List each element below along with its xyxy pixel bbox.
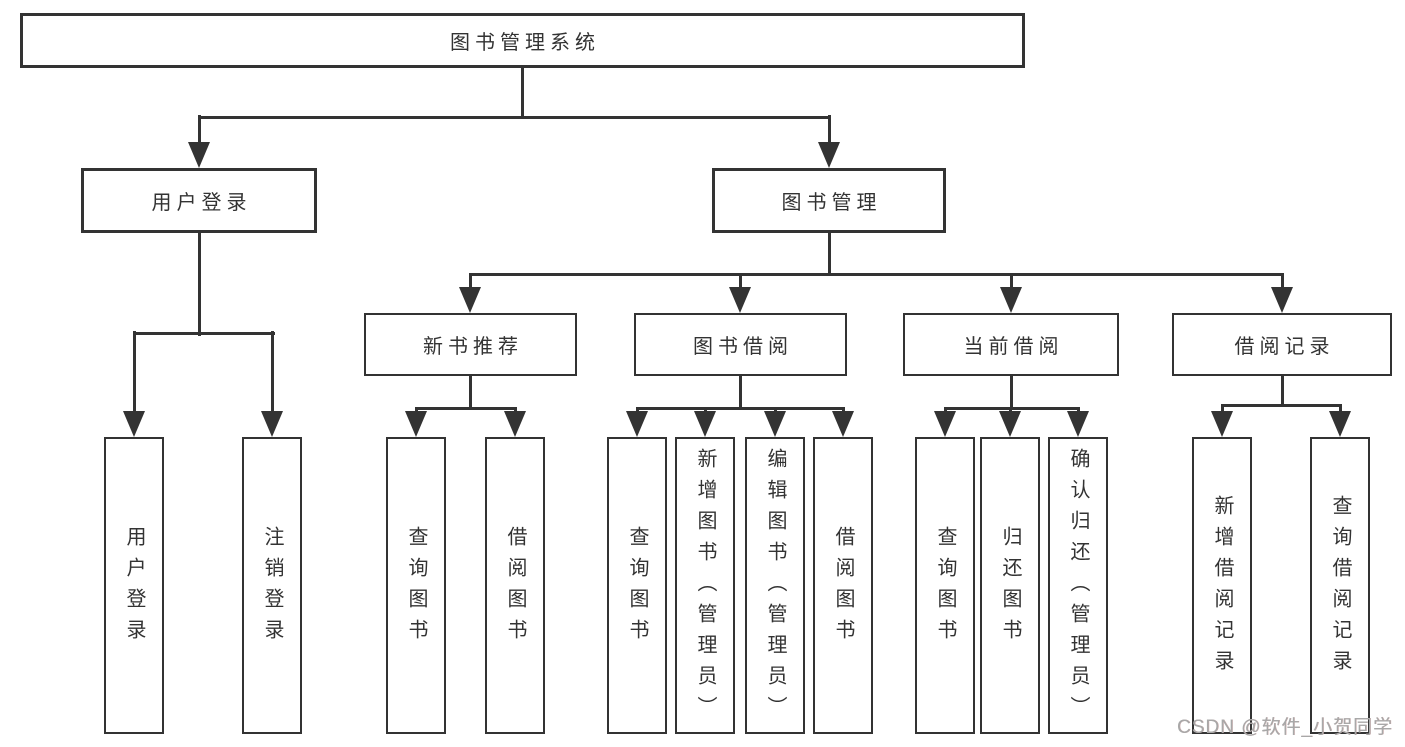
arrow-down-icon (459, 287, 481, 313)
leaf-edit-book-admin: 编辑图书（管理员） (745, 437, 805, 734)
arrow-down-icon (1271, 287, 1293, 313)
node-root: 图书管理系统 (20, 13, 1025, 68)
arrow-down-icon (261, 411, 283, 437)
arrow-down-icon (764, 411, 786, 437)
connector-vline (468, 376, 472, 410)
connector-vline (827, 115, 831, 144)
leaf-borrow-book-recommend: 借阅图书 (485, 437, 545, 734)
connector-vline (197, 115, 201, 144)
connector-vline (738, 376, 742, 410)
arrow-down-icon (1329, 411, 1351, 437)
arrow-down-icon (832, 411, 854, 437)
leaf-query-book-current: 查询图书 (915, 437, 975, 734)
node-book-borrow: 图书借阅 (634, 313, 847, 376)
leaf-logout: 注销登录 (242, 437, 302, 734)
connector-hline (1220, 404, 1342, 407)
connector-vline (270, 331, 274, 413)
arrow-down-icon (818, 142, 840, 168)
arrow-down-icon (405, 411, 427, 437)
leaf-user-login: 用户登录 (104, 437, 164, 734)
connector-hline (943, 407, 1080, 410)
node-new-book-recommend: 新书推荐 (364, 313, 577, 376)
arrow-down-icon (1000, 287, 1022, 313)
arrow-down-icon (729, 287, 751, 313)
connector-hline (132, 331, 275, 335)
arrow-down-icon (188, 142, 210, 168)
connector-vline (1338, 404, 1342, 413)
connector-vline (1009, 376, 1013, 410)
leaf-query-book-borrow: 查询图书 (607, 437, 667, 734)
leaf-add-borrow-record: 新增借阅记录 (1192, 437, 1252, 734)
arrow-down-icon (504, 411, 526, 437)
connector-vline (827, 233, 831, 276)
connector-vline (197, 233, 201, 336)
arrow-down-icon (934, 411, 956, 437)
leaf-return-book: 归还图书 (980, 437, 1040, 734)
connector-vline (1280, 376, 1284, 407)
node-book-management: 图书管理 (712, 168, 946, 233)
connector-vline (132, 331, 136, 413)
node-borrow-record: 借阅记录 (1172, 313, 1392, 376)
connector-hline (468, 273, 1284, 276)
leaf-query-book-recommend: 查询图书 (386, 437, 446, 734)
node-user-login: 用户登录 (81, 168, 317, 233)
connector-vline (1220, 404, 1224, 413)
leaf-add-book-admin: 新增图书（管理员） (675, 437, 735, 734)
node-current-borrow: 当前借阅 (903, 313, 1119, 376)
connector-vline (520, 68, 524, 117)
connector-vline (738, 273, 742, 289)
connector-hline (635, 407, 845, 410)
watermark: CSDN @软件_小贺同学 (1177, 717, 1393, 738)
connector-hline (414, 407, 517, 410)
arrow-down-icon (123, 411, 145, 437)
leaf-query-borrow-record: 查询借阅记录 (1310, 437, 1370, 734)
connector-hline (197, 115, 831, 119)
arrow-down-icon (1211, 411, 1233, 437)
connector-vline (1009, 273, 1013, 289)
arrow-down-icon (694, 411, 716, 437)
connector-vline (1280, 273, 1284, 289)
arrow-down-icon (626, 411, 648, 437)
connector-vline (468, 273, 472, 289)
arrow-down-icon (1067, 411, 1089, 437)
arrow-down-icon (999, 411, 1021, 437)
leaf-confirm-return-admin: 确认归还（管理员） (1048, 437, 1108, 734)
leaf-borrow-book-borrow: 借阅图书 (813, 437, 873, 734)
